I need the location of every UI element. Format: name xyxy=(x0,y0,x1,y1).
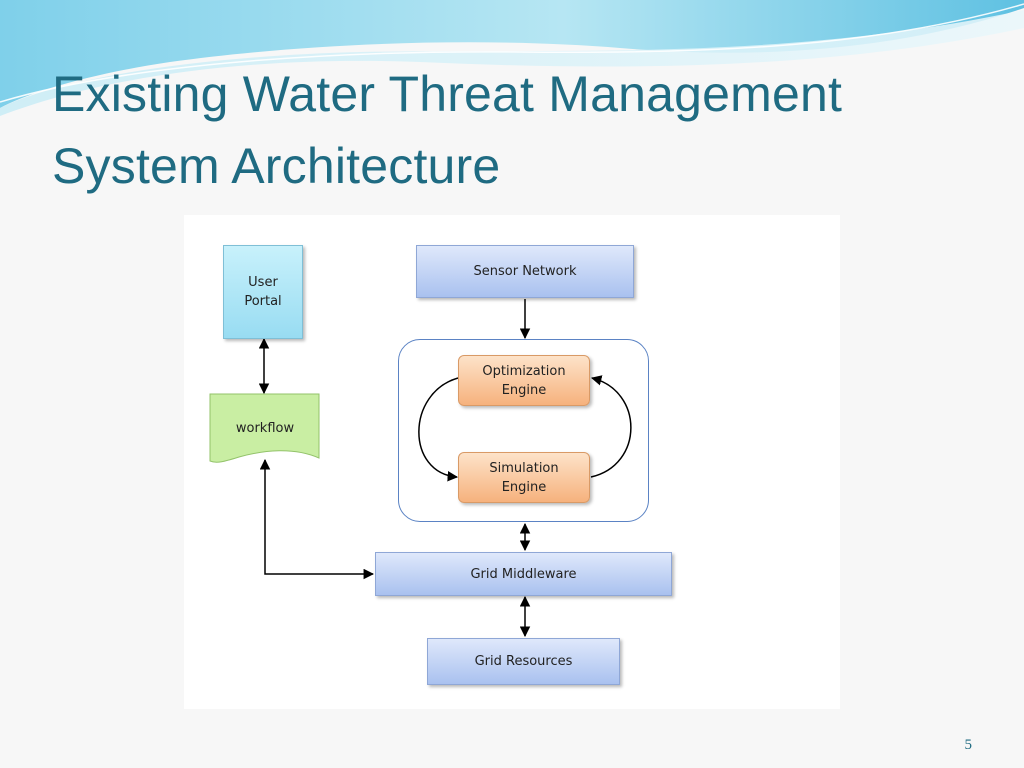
optimization-to-simulation-arrow xyxy=(418,377,459,482)
diagram-connectors xyxy=(209,299,632,638)
optimization-engine-label-1: Optimization xyxy=(482,363,566,379)
optimization-engine-box: Optimization Engine xyxy=(458,355,590,406)
sensor-network-label: Sensor Network xyxy=(473,264,577,279)
workflow-middleware-arrow xyxy=(259,458,375,580)
simulation-to-optimization-arrow xyxy=(590,375,632,478)
simulation-engine-label-2: Engine xyxy=(501,479,547,495)
user-portal-label-1: User xyxy=(248,275,278,290)
slide-title-line-1: Existing Water Threat Management xyxy=(52,66,843,122)
workflow-box: workflow xyxy=(210,413,320,443)
architecture-diagram: User Portal workflow Sensor Network Opti… xyxy=(184,215,840,709)
simulation-engine-label-1: Simulation xyxy=(489,460,559,476)
page-number: 5 xyxy=(964,737,973,753)
user-portal-box: User Portal xyxy=(223,245,303,339)
grid-middleware-box: Grid Middleware xyxy=(375,552,672,596)
user-portal-label-2: Portal xyxy=(244,294,282,309)
optimization-engine-label-2: Engine xyxy=(501,382,547,398)
grid-resources-box: Grid Resources xyxy=(427,638,620,685)
slide-title-line-2: System Architecture xyxy=(52,138,501,194)
grid-middleware-label: Grid Middleware xyxy=(470,566,577,582)
sensor-network-box: Sensor Network xyxy=(416,245,634,298)
header-wave-decoration xyxy=(0,0,1024,116)
simulation-engine-box: Simulation Engine xyxy=(458,452,590,503)
workflow-shape xyxy=(209,393,320,463)
slide-title: Existing Water Threat Management System … xyxy=(52,58,992,202)
workflow-label: workflow xyxy=(235,420,295,436)
grid-resources-label: Grid Resources xyxy=(474,654,573,669)
